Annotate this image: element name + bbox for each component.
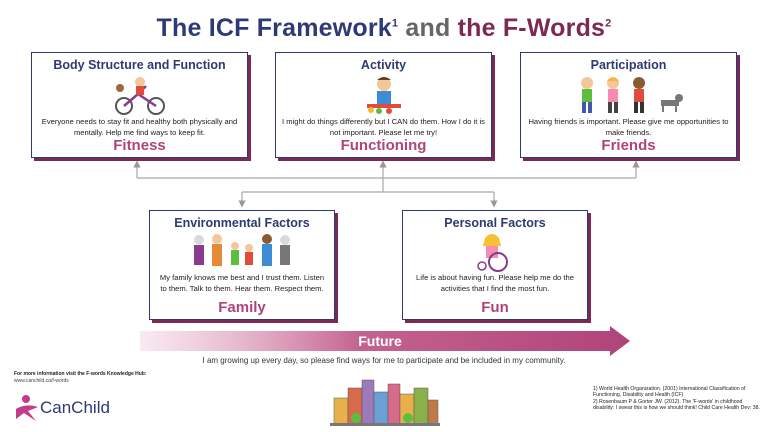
future-arrow bbox=[140, 326, 630, 356]
box-title: Environmental Factors bbox=[174, 216, 310, 230]
friends-dog-illustration bbox=[580, 77, 683, 113]
f-word-fun: Fun bbox=[481, 299, 509, 316]
f-word-family: Family bbox=[218, 299, 266, 316]
child-painting-illustration bbox=[366, 77, 401, 114]
box-title: Activity bbox=[360, 58, 407, 72]
family-illustration bbox=[194, 234, 290, 266]
city-illustration bbox=[330, 379, 440, 426]
canchild-logo-icon bbox=[16, 395, 38, 421]
f-word-fitness: Fitness bbox=[113, 137, 166, 154]
box-title: Body Structure and Function bbox=[53, 58, 226, 72]
box-title: Participation bbox=[590, 58, 667, 72]
box-participation: Participation Having friends is importan… bbox=[520, 52, 737, 158]
future-text: I am growing up every day, so please fin… bbox=[202, 356, 566, 365]
info-url[interactable]: www.canchild.ca/f-words bbox=[14, 378, 69, 384]
box-body-structure: Body Structure and Function Everyone nee… bbox=[31, 52, 248, 158]
box-activity: Activity I might do things differently b… bbox=[275, 52, 492, 158]
reference-1: 1) World Health Organization. (2001) Int… bbox=[593, 386, 746, 399]
canchild-logo-text: CanChild bbox=[40, 398, 110, 417]
page-title: The ICF Framework1 and the F-Words2 bbox=[156, 14, 612, 42]
box-body: I might do things differently but I CAN … bbox=[282, 117, 485, 137]
f-word-functioning: Functioning bbox=[340, 137, 427, 154]
box-body: Having friends is important. Please give… bbox=[528, 117, 729, 137]
reference-2: 2) Rosenbaum P & Gorter JW. (2012). The … bbox=[593, 398, 760, 412]
child-bike-illustration bbox=[114, 77, 165, 115]
box-body: Life is about having fun. Please help me… bbox=[416, 273, 574, 293]
box-personal-factors: Personal Factors Life is about having fu… bbox=[402, 210, 588, 320]
references: 1) World Health Organization. (2001) Int… bbox=[593, 386, 763, 412]
wheelchair-girl-illustration bbox=[477, 234, 508, 272]
future-label: Future bbox=[358, 333, 402, 349]
box-environmental-factors: Environmental Factors My family knows me… bbox=[149, 210, 335, 320]
f-word-friends: Friends bbox=[601, 137, 656, 154]
box-title: Personal Factors bbox=[444, 216, 546, 230]
box-body: My family knows me best and I trust them… bbox=[159, 273, 325, 293]
box-body: Everyone needs to stay fit and healthy b… bbox=[41, 117, 238, 137]
info-text: For more information visit the F-words K… bbox=[14, 371, 147, 377]
